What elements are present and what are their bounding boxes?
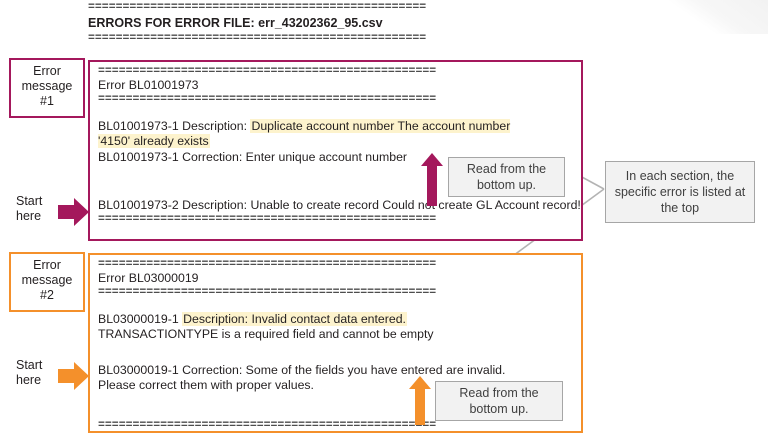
- read-bottom-up-arrow-1-icon: [421, 153, 443, 206]
- section2-description-line2: TRANSACTIONTYPE is a required field and …: [98, 327, 434, 341]
- section1-rule-under-title: ========================================…: [98, 93, 437, 106]
- section2-spacer-a: [98, 299, 577, 312]
- error-section-1-body: ========================================…: [98, 66, 581, 226]
- section2-correction-text: Some of the fields you have entered are …: [98, 362, 506, 393]
- start-here-label-1-line1: Start: [16, 194, 43, 208]
- section1-error-title: Error BL01001973: [98, 78, 199, 92]
- start-here-arrow-1-icon: [58, 198, 89, 226]
- section1-description-id: BL01001973-1 Description:: [98, 118, 248, 133]
- page-title: ERRORS FOR ERROR FILE: err_43202362_95.c…: [88, 16, 383, 30]
- section1-spacer-a: [98, 106, 577, 119]
- callout-read-bottom-up-2: Read from the bottom up.: [435, 381, 563, 421]
- corner-decoration: [648, 0, 768, 34]
- section1-second-description-id: BL01001973-2 Description:: [98, 198, 248, 212]
- read-bottom-up-arrow-2-icon: [409, 376, 431, 425]
- section2-rule-under-title: ========================================…: [98, 286, 437, 299]
- section1-second-description-line: BL01001973-2 Description: Unable to crea…: [98, 198, 581, 214]
- section2-description-text: Description: Invalid contact data entere…: [182, 311, 407, 326]
- section2-error-title: Error BL03000019: [98, 271, 199, 285]
- start-here-label-2-line1: Start: [16, 358, 43, 372]
- start-here-label-2-line2: here: [16, 373, 42, 387]
- start-here-arrow-2-icon: [58, 362, 89, 390]
- section1-second-description-text: Unable to create record Could not create…: [250, 198, 581, 212]
- start-here-label-2: Start here: [16, 358, 58, 388]
- section1-correction-text: Enter unique account number: [245, 149, 408, 164]
- section2-description-line: BL03000019-1 Description: Invalid contac…: [98, 311, 577, 328]
- section2-description-id: BL03000019-1: [98, 311, 179, 326]
- section2-rule-bottom: ========================================…: [98, 419, 437, 432]
- label-error-message-1-line3: #1: [40, 94, 54, 108]
- start-here-label-1-line2: here: [16, 209, 42, 223]
- section2-correction-line: BL03000019-1 Correction: Some of the fie…: [98, 363, 518, 394]
- section1-correction-id: BL01001973-1 Correction:: [98, 149, 243, 164]
- header-rule-bottom: ========================================…: [88, 33, 427, 45]
- section2-rule-top: ========================================…: [98, 259, 437, 271]
- label-error-message-1-line1: Error: [33, 64, 61, 78]
- error-section-2-body: ========================================…: [98, 259, 577, 432]
- section1-rule-top: ========================================…: [98, 66, 437, 78]
- header-rule-top: ========================================…: [88, 2, 427, 14]
- error-section-2: ========================================…: [88, 253, 583, 433]
- section2-spacer-b: [98, 343, 577, 356]
- label-error-message-2-line3: #2: [40, 288, 54, 302]
- error-file-header: ========================================…: [88, 2, 588, 45]
- section1-correction-line: BL01001973-1 Correction: Enter unique ac…: [98, 150, 577, 166]
- section2-correction-id: BL03000019-1 Correction:: [98, 362, 243, 377]
- label-error-message-2-line2: message: [21, 273, 73, 287]
- label-error-message-2: Error message #2: [9, 252, 85, 312]
- callout-section-note: In each section, the specific error is l…: [605, 161, 755, 223]
- section1-description-line: BL01001973-1 Description: Duplicate acco…: [98, 118, 528, 150]
- callout-read-bottom-up-1: Read from the bottom up.: [448, 157, 565, 197]
- error-section-1: ========================================…: [88, 60, 583, 241]
- start-here-label-1: Start here: [16, 194, 58, 224]
- section1-rule-bottom: ========================================…: [98, 213, 437, 226]
- label-error-message-1-line2: message: [21, 79, 73, 93]
- label-error-message-1: Error message #1: [9, 58, 85, 118]
- label-error-message-2-line1: Error: [33, 258, 61, 272]
- section2-spacer-c: [98, 356, 577, 363]
